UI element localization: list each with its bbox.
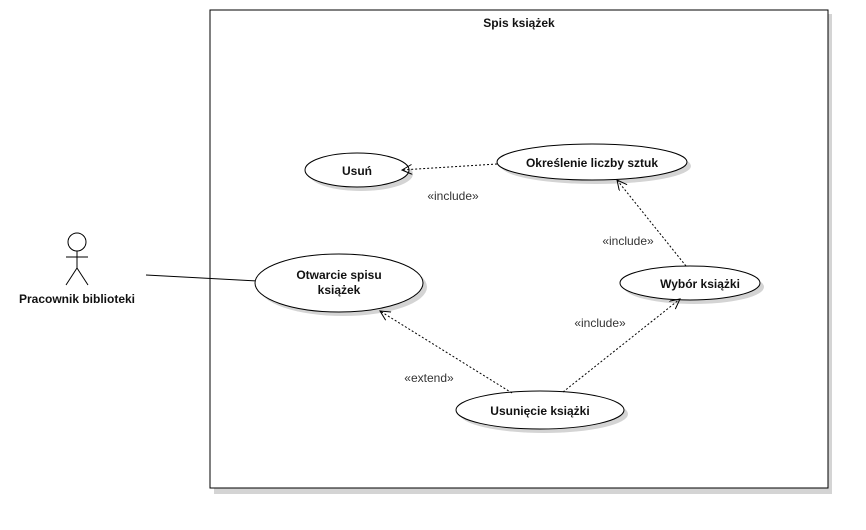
system-title: Spis książek <box>483 16 555 30</box>
use-case-usuniecie-label: Usunięcie książki <box>490 404 589 418</box>
actor-head <box>67 232 87 252</box>
use-case-okreslenie-label: Określenie liczby sztuk <box>526 156 658 170</box>
actor-librarian[interactable]: Pracownik biblioteki <box>19 232 135 306</box>
use-case-otwarcie-label-1: Otwarcie spisu <box>296 268 381 282</box>
actor-right-leg <box>76 267 89 286</box>
include-label-2: «include» <box>602 234 654 248</box>
use-case-usuniecie[interactable]: Usunięcie książki <box>455 390 628 433</box>
association-line <box>145 274 259 282</box>
include-label-1: «include» <box>427 189 479 203</box>
system-boundary: Spis książek <box>209 9 832 494</box>
dependency-include-1: «include» <box>402 163 498 203</box>
include-label-3: «include» <box>574 316 626 330</box>
actor-name: Pracownik biblioteki <box>19 292 135 306</box>
actor-left-leg <box>65 267 78 286</box>
dependency-include-2: «include» <box>602 180 687 267</box>
dependency-extend-1: «extend» <box>380 311 513 394</box>
use-case-usun[interactable]: Usuń <box>304 152 413 191</box>
use-case-wybor[interactable]: Wybór książki <box>619 265 764 304</box>
use-case-otwarcie[interactable]: Otwarcie spisu książek <box>254 253 427 316</box>
use-case-okreslenie[interactable]: Określenie liczby sztuk <box>496 143 691 184</box>
use-case-otwarcie-label-2: książek <box>318 283 361 297</box>
dependency-include-3: «include» <box>562 299 680 393</box>
extend-label-1: «extend» <box>404 371 454 385</box>
use-case-usun-label: Usuń <box>342 164 372 178</box>
use-case-wybor-label: Wybór książki <box>660 277 740 291</box>
